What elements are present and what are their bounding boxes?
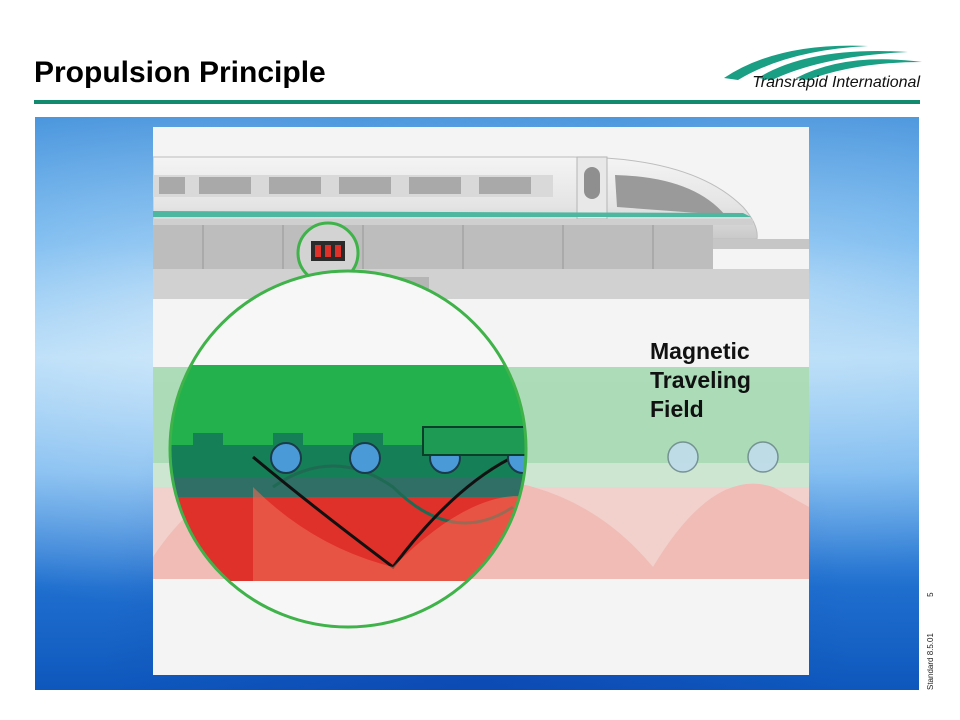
slide-title: Propulsion Principle [34, 56, 326, 89]
label-line-2: Traveling [650, 367, 751, 393]
footer-meta: Standard 8.5.01 5 [926, 592, 935, 690]
propulsion-diagram [153, 127, 809, 675]
magnified-view [170, 271, 526, 627]
page-number: 5 [926, 592, 935, 597]
travel-direction-arrow-icon [422, 404, 526, 478]
maglev-train-icon [153, 156, 809, 315]
magnetic-field-label: Magnetic Traveling Field [650, 337, 751, 424]
standard-code: Standard 8.5.01 [926, 633, 935, 690]
transrapid-logo-icon [724, 45, 922, 80]
label-line-3: Field [650, 396, 704, 422]
magnifier-circle [168, 269, 528, 629]
title-divider [34, 100, 920, 104]
logo-wordmark: Transrapid International [752, 74, 920, 91]
label-line-1: Magnetic [650, 338, 750, 364]
